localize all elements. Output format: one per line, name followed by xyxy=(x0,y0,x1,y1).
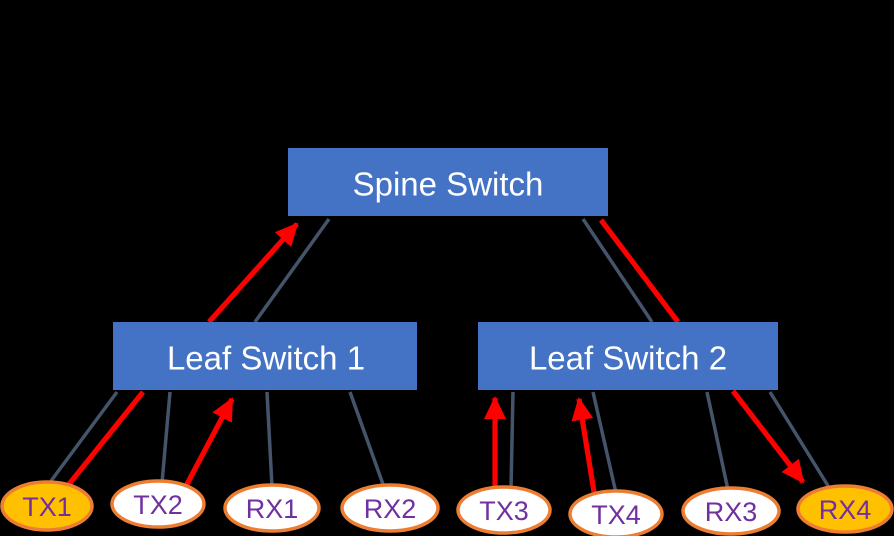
link-leaf1-rx1 xyxy=(265,391,274,488)
link-leaf1-tx2 xyxy=(160,391,172,484)
endpoint-rx3-node xyxy=(681,486,781,536)
flow-tx2-to-leaf1-arrow xyxy=(183,397,235,488)
flow-leaf2-to-rx4-arrow xyxy=(730,389,806,484)
link-spine-leaf2 xyxy=(581,218,654,323)
switch-nodes: Spine Switch Leaf Switch 1 Leaf Switch 2 xyxy=(113,148,778,390)
leaf-switch-2-node xyxy=(478,322,778,390)
endpoint-rx1-node xyxy=(223,483,321,533)
endpoint-tx3-node xyxy=(456,485,552,535)
endpoint-rx1-label: RX1 xyxy=(246,494,299,524)
endpoint-rx3-label: RX3 xyxy=(705,497,758,527)
leaf-switch-1-label: Leaf Switch 1 xyxy=(167,340,365,377)
leaf-switch-2-label: Leaf Switch 2 xyxy=(529,340,727,377)
flow-tx1-to-leaf1 xyxy=(63,390,146,490)
link-leaf1-tx1 xyxy=(46,390,119,487)
endpoint-rx4-node xyxy=(796,484,894,534)
leaf-switch-1-node xyxy=(113,322,417,390)
endpoint-rx2-label: RX2 xyxy=(364,494,417,524)
endpoint-tx4-node xyxy=(568,489,664,536)
endpoint-tx2-label: TX2 xyxy=(133,490,183,520)
flow-tx4-to-leaf2-arrow xyxy=(571,397,597,493)
spine-switch-node xyxy=(288,148,608,216)
endpoint-tx4-label: TX4 xyxy=(591,500,641,530)
endpoint-nodes: TX1 TX2 RX1 RX2 TX3 TX4 RX3 RX4 xyxy=(0,479,894,536)
link-leaf2-tx4 xyxy=(591,391,618,494)
link-leaf2-tx3 xyxy=(509,391,515,490)
endpoint-rx4-label: RX4 xyxy=(819,495,872,525)
link-spine-leaf1 xyxy=(253,217,331,324)
flow-leaf1-to-spine-arrow xyxy=(207,222,299,324)
traffic-flows xyxy=(63,218,806,493)
link-leaf2-rx3 xyxy=(705,391,730,491)
link-leaf2-rx4 xyxy=(768,391,832,490)
endpoint-tx1-node xyxy=(0,480,94,532)
endpoint-tx3-label: TX3 xyxy=(479,496,529,526)
flow-spine-to-leaf2 xyxy=(598,218,681,324)
physical-links xyxy=(46,217,832,494)
endpoint-tx2-node xyxy=(110,479,206,529)
endpoint-rx2-node xyxy=(340,483,440,533)
spine-switch-label: Spine Switch xyxy=(353,166,544,203)
endpoint-tx1-label: TX1 xyxy=(22,492,72,522)
link-leaf1-rx2 xyxy=(348,391,386,488)
